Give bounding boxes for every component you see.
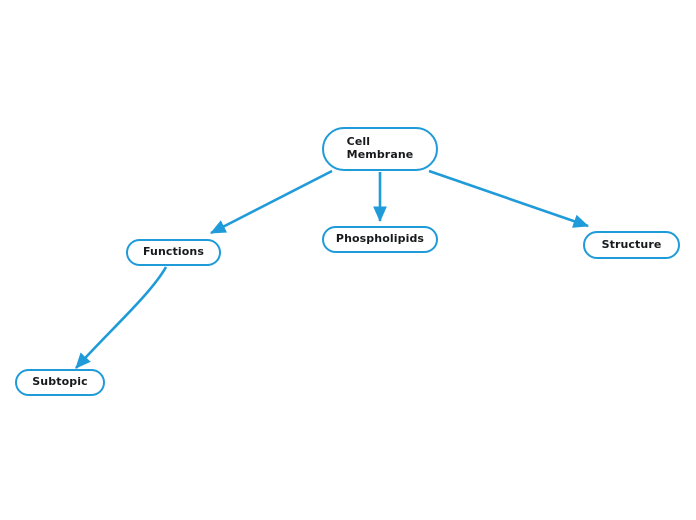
node-subtopic-label: Subtopic bbox=[32, 375, 88, 389]
node-functions-label: Functions bbox=[142, 245, 204, 259]
node-cell-membrane[interactable]: Cell Membrane bbox=[322, 127, 438, 171]
edge-functions-to-subtopic bbox=[75, 266, 168, 369]
node-subtopic[interactable]: Subtopic bbox=[15, 369, 105, 396]
node-structure[interactable]: Structure bbox=[583, 231, 680, 259]
edge-root-to-functions bbox=[210, 169, 333, 235]
node-structure-label: Structure bbox=[601, 237, 662, 251]
node-functions[interactable]: Functions bbox=[126, 239, 221, 266]
edge-root-to-structure bbox=[428, 169, 589, 228]
node-cell-membrane-label: Cell Membrane bbox=[346, 135, 414, 161]
node-phospholipids-label: Phospholipids bbox=[335, 232, 425, 246]
node-phospholipids[interactable]: Phospholipids bbox=[322, 226, 438, 253]
